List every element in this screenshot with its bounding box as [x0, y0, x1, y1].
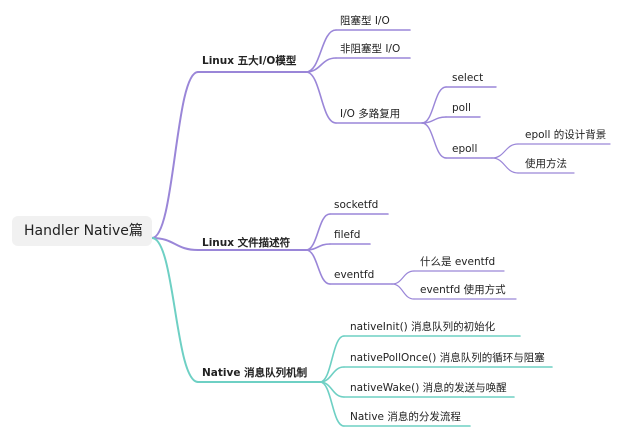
- edge-nonblocking-io: [305, 57, 337, 73]
- node-io-multiplexing[interactable]: I/O 多路复用: [340, 108, 401, 120]
- edge-eventfd-usage: [391, 283, 415, 300]
- node-native-poll-once[interactable]: nativePollOnce() 消息队列的循环与阻塞: [350, 352, 545, 364]
- edge-filefd: [305, 243, 331, 251]
- branch-file-descriptor[interactable]: Linux 文件描述符: [202, 237, 291, 249]
- node-socketfd[interactable]: socketfd: [334, 199, 379, 211]
- node-native-dispatch[interactable]: Native 消息的分发流程: [350, 411, 461, 423]
- node-native-init[interactable]: nativeInit() 消息队列的初始化: [350, 321, 496, 333]
- root-node-label: Handler Native篇: [24, 223, 143, 239]
- edge-blocking-io: [305, 29, 337, 73]
- root-node[interactable]: [12, 216, 152, 246]
- edge-eventfd: [305, 249, 331, 285]
- edge-epoll: [421, 122, 447, 159]
- branch-io-models[interactable]: Linux 五大I/O模型: [202, 55, 297, 67]
- edge-io-multiplexing: [305, 71, 337, 124]
- node-filefd[interactable]: filefd: [334, 229, 361, 241]
- node-epoll-background[interactable]: epoll 的设计背景: [525, 129, 607, 141]
- edge-root-native-queue: [151, 237, 199, 383]
- edge-native-dispatch: [319, 381, 345, 427]
- edge-native-init: [319, 335, 345, 383]
- node-epoll-usage[interactable]: 使用方法: [525, 158, 567, 170]
- edge-epoll-background: [491, 143, 519, 159]
- node-what-is-eventfd[interactable]: 什么是 eventfd: [420, 256, 496, 268]
- edge-root-file-descriptor: [151, 237, 199, 251]
- node-nonblocking-io[interactable]: 非阻塞型 I/O: [340, 43, 401, 55]
- node-eventfd[interactable]: eventfd: [334, 269, 375, 281]
- node-poll[interactable]: poll: [452, 102, 471, 114]
- branch-native-queue[interactable]: Native 消息队列机制: [202, 367, 308, 379]
- edge-what-is-eventfd: [391, 270, 415, 285]
- node-select[interactable]: select: [452, 72, 484, 84]
- edge-root-io-models: [151, 71, 199, 239]
- node-blocking-io[interactable]: 阻塞型 I/O: [340, 15, 390, 27]
- node-epoll[interactable]: epoll: [452, 143, 478, 155]
- node-eventfd-usage[interactable]: eventfd 使用方式: [420, 284, 506, 296]
- edge-epoll-usage: [491, 157, 519, 174]
- edge-socketfd: [305, 213, 331, 251]
- node-native-wake[interactable]: nativeWake() 消息的发送与唤醒: [350, 382, 507, 394]
- edge-select: [421, 86, 447, 124]
- edge-poll: [421, 116, 447, 124]
